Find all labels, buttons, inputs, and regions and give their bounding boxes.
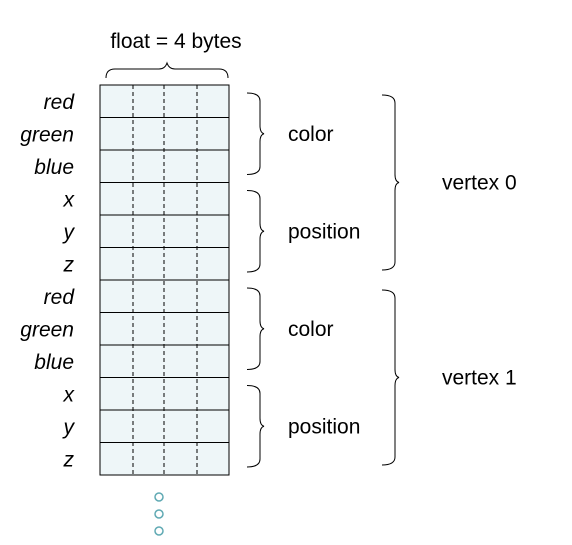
float-size-label: float = 4 bytes xyxy=(110,30,241,53)
vertex-label: vertex 1 xyxy=(442,367,517,390)
memory-grid xyxy=(99,84,230,476)
float-width-brace xyxy=(105,61,229,79)
field-label-blue: blue xyxy=(34,351,74,374)
group-label-position: position xyxy=(288,415,360,438)
group-label-color: color xyxy=(288,318,334,341)
field-label-green: green xyxy=(20,319,74,342)
field-label-red: red xyxy=(44,286,76,309)
continuation-dot xyxy=(154,526,164,536)
continuation-dot xyxy=(154,492,164,502)
continuation-dots xyxy=(154,492,164,536)
field-label-z: z xyxy=(63,449,75,472)
group-brace xyxy=(246,190,265,273)
vertex-brace xyxy=(381,94,400,271)
group-label-color: color xyxy=(288,123,334,146)
vertex-brace xyxy=(381,289,400,466)
field-label-y: y xyxy=(62,221,76,244)
group-brace xyxy=(246,92,265,175)
group-label-position: position xyxy=(288,220,360,243)
field-label-green: green xyxy=(20,124,74,147)
vertex-label: vertex 0 xyxy=(442,172,517,195)
continuation-dot xyxy=(154,509,164,519)
field-label-z: z xyxy=(63,254,75,277)
group-brace xyxy=(246,287,265,370)
vertex-braces: vertex 0 vertex 1 xyxy=(381,94,517,466)
group-brace xyxy=(246,385,265,468)
field-label-y: y xyxy=(62,416,76,439)
field-label-red: red xyxy=(44,91,76,114)
field-label-x: x xyxy=(63,384,76,407)
field-label-x: x xyxy=(63,189,76,212)
field-label-blue: blue xyxy=(34,156,74,179)
group-braces: color position color position xyxy=(246,92,360,468)
